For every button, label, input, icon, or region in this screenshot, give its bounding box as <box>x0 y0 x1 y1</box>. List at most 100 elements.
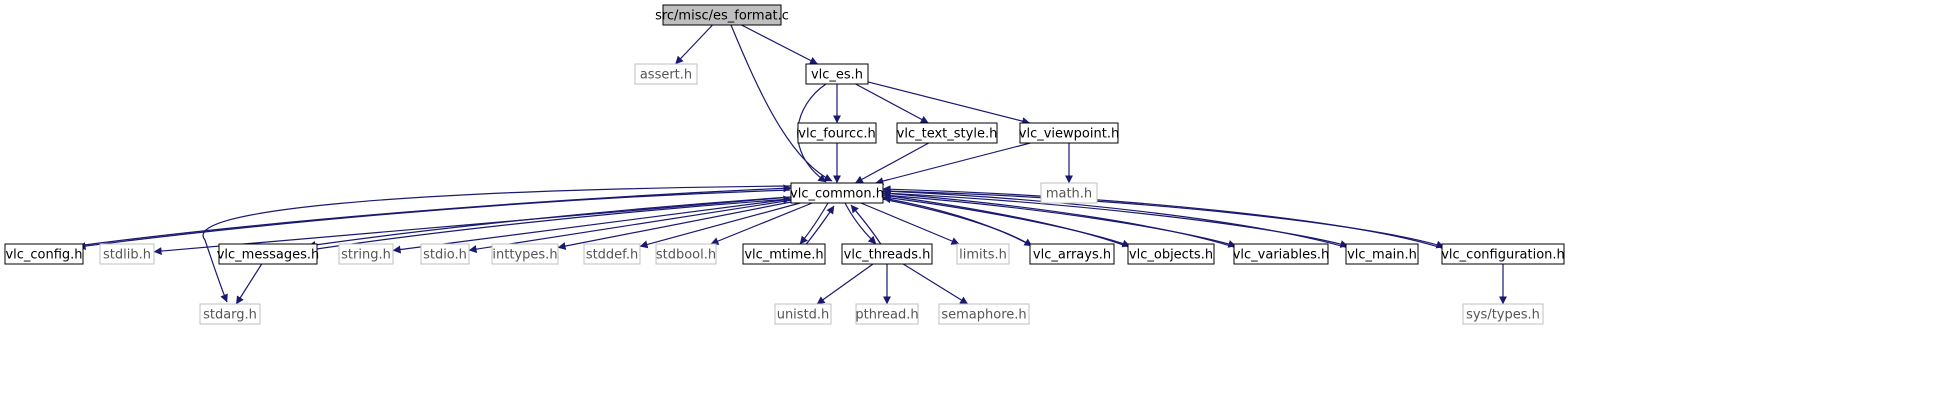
node-stdarg: stdarg.h <box>199 303 261 325</box>
edge-vlc-main-to-vlc-common <box>882 187 1353 250</box>
node-label: vlc_fourcc.h <box>798 127 875 142</box>
node-vlc-mtime[interactable]: vlc_mtime.h <box>742 243 826 265</box>
node-label: unistd.h <box>777 308 830 323</box>
node-box <box>218 243 318 265</box>
node-label: string.h <box>341 248 391 263</box>
node-label: vlc_text_style.h <box>897 127 998 142</box>
node-box <box>896 122 998 144</box>
node-label: stdio.h <box>423 248 467 263</box>
node-box <box>956 243 1010 265</box>
node-label: pthread.h <box>855 308 918 323</box>
node-vlc-text-style[interactable]: vlc_text_style.h <box>896 122 998 144</box>
node-box <box>1040 182 1098 204</box>
node-box <box>583 243 641 265</box>
edge-vlc-threads-to-unistd <box>816 263 874 305</box>
node-box <box>805 63 869 85</box>
node-inttypes: inttypes.h <box>491 243 559 265</box>
edge-vlc-arrays-to-vlc-common <box>882 195 1037 249</box>
edge-vlc-common-to-vlc-config <box>77 189 791 251</box>
node-box <box>655 243 717 265</box>
edge-vlc-variables-to-vlc-common <box>882 189 1241 250</box>
node-stdio: stdio.h <box>420 243 470 265</box>
node-unistd: unistd.h <box>774 303 832 325</box>
node-box <box>742 243 826 265</box>
node-sys-types: sys/types.h <box>1462 303 1544 325</box>
edge-vlc-common-to-vlc-configuration <box>882 190 1445 249</box>
node-vlc-threads[interactable]: vlc_threads.h <box>841 243 933 265</box>
edge-vlc-common-to-limits <box>860 202 960 245</box>
edge-vlc-common-to-string <box>392 198 792 254</box>
node-label: vlc_configuration.h <box>1441 248 1565 263</box>
node-label: vlc_mtime.h <box>744 248 823 263</box>
node-vlc-configuration[interactable]: vlc_configuration.h <box>1441 243 1565 265</box>
edge-vlc-messages-to-vlc-common <box>309 195 792 251</box>
node-vlc-variables[interactable]: vlc_variables.h <box>1233 243 1330 265</box>
node-label: stdarg.h <box>203 308 257 323</box>
node-box <box>420 243 470 265</box>
edge-vlc-common-to-stdbool <box>710 202 813 245</box>
edge-vlc-es-to-vlc-text-style <box>855 83 929 124</box>
edge-vlc-text-style-to-vlc-common <box>854 142 929 184</box>
node-vlc-es[interactable]: vlc_es.h <box>805 63 869 85</box>
node-pthread: pthread.h <box>855 303 919 325</box>
node-label: semaphore.h <box>941 308 1026 323</box>
node-box <box>855 303 919 325</box>
node-label: vlc_threads.h <box>844 248 931 263</box>
edge-vlc-common-to-stdio <box>468 199 792 254</box>
edge-vlc-common-to-stdlib <box>153 196 792 256</box>
edge-root-to-assert <box>675 24 713 65</box>
node-label: vlc_variables.h <box>1233 248 1330 263</box>
node-box <box>1233 243 1329 265</box>
node-box <box>4 243 84 265</box>
edge-vlc-config-to-vlc-common <box>83 184 792 246</box>
node-label: math.h <box>1046 187 1092 202</box>
node-vlc-config[interactable]: vlc_config.h <box>4 243 84 265</box>
node-box <box>634 63 698 85</box>
edge-vlc-messages-to-stdarg <box>235 263 263 305</box>
edge-vlc-common-to-stdarg <box>202 185 792 303</box>
node-limits: limits.h <box>956 243 1010 265</box>
node-box <box>1441 243 1565 265</box>
edge-vlc-configuration-to-vlc-common <box>882 185 1449 251</box>
edge-vlc-mtime-to-vlc-common <box>803 205 835 248</box>
edge-vlc-common-to-vlc-mtime <box>799 202 829 245</box>
node-label: limits.h <box>959 248 1007 263</box>
node-vlc-fourcc[interactable]: vlc_fourcc.h <box>797 122 877 144</box>
node-label: vlc_messages.h <box>217 248 320 263</box>
node-label: vlc_viewpoint.h <box>1019 127 1119 142</box>
node-semaphore: semaphore.h <box>938 303 1030 325</box>
node-box <box>662 4 782 26</box>
node-vlc-common[interactable]: vlc_common.h <box>790 182 884 204</box>
node-vlc-arrays[interactable]: vlc_arrays.h <box>1029 243 1115 265</box>
node-root[interactable]: src/misc/es_format.c <box>655 4 789 26</box>
node-label: vlc_es.h <box>811 68 863 83</box>
node-box <box>199 303 261 325</box>
edge-vlc-common-to-vlc-threads <box>844 202 877 245</box>
node-box <box>338 243 394 265</box>
node-label: vlc_config.h <box>5 248 82 263</box>
node-stddef: stddef.h <box>583 243 641 265</box>
node-label: vlc_objects.h <box>1129 248 1213 263</box>
node-math: math.h <box>1040 182 1098 204</box>
edge-vlc-common-to-vlc-messages <box>307 196 792 249</box>
node-stdlib: stdlib.h <box>99 243 155 265</box>
edge-vlc-threads-to-semaphore <box>902 263 969 305</box>
node-vlc-objects[interactable]: vlc_objects.h <box>1127 243 1215 265</box>
edge-root-to-vlc-es <box>741 24 818 65</box>
node-box <box>491 243 559 265</box>
node-label: stddef.h <box>586 248 638 263</box>
node-vlc-viewpoint[interactable]: vlc_viewpoint.h <box>1019 122 1119 144</box>
node-label: src/misc/es_format.c <box>655 9 789 24</box>
node-box <box>1029 243 1115 265</box>
edge-vlc-common-to-inttypes <box>557 201 792 250</box>
node-label: stdlib.h <box>103 248 151 263</box>
node-box <box>1462 303 1544 325</box>
edge-vlc-common-to-vlc-variables <box>882 194 1237 248</box>
edge-root-to-vlc-common <box>730 24 833 182</box>
node-label: stdbool.h <box>656 248 716 263</box>
node-box <box>938 303 1030 325</box>
node-vlc-main[interactable]: vlc_main.h <box>1345 243 1419 265</box>
node-vlc-messages[interactable]: vlc_messages.h <box>217 243 320 265</box>
node-box <box>1127 243 1215 265</box>
